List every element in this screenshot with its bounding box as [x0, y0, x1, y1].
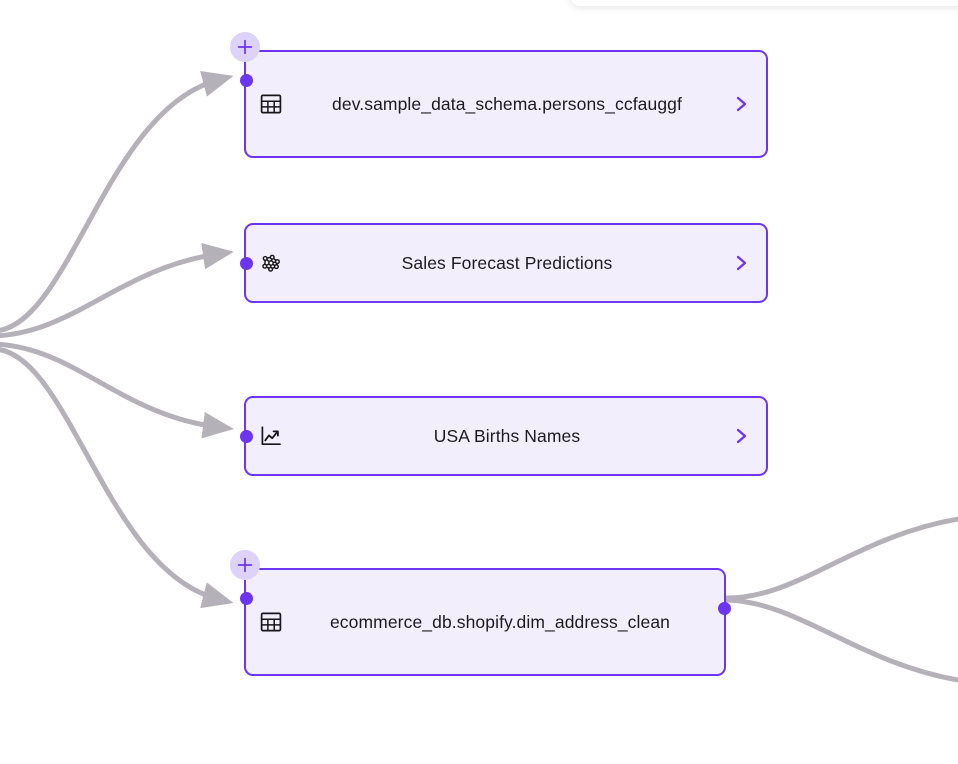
node-label: USA Births Names — [433, 426, 581, 446]
model-network-icon — [258, 250, 284, 276]
edge-to-address — [0, 347, 234, 609]
chevron-right-icon[interactable] — [730, 91, 752, 117]
input-port[interactable] — [239, 429, 253, 443]
node-label: ecommerce_db.shopify.dim_address_clean — [329, 612, 671, 632]
node-label: dev.sample_data_schema.persons_ccfauggf — [332, 94, 682, 114]
badge-stem-persons — [243, 58, 246, 84]
node-usa-births-names[interactable]: USA Births Names — [239, 396, 768, 476]
input-port[interactable] — [239, 591, 253, 605]
node-persons-ccfauggf[interactable]: dev.sample_data_schema.persons_ccfauggf — [239, 50, 768, 158]
edge-to-persons — [0, 71, 234, 333]
node-dim-address-clean[interactable]: ecommerce_db.shopify.dim_address_clean — [239, 568, 731, 676]
add-upstream-badge-persons[interactable] — [230, 32, 260, 62]
chevron-right-icon[interactable] — [730, 250, 752, 276]
output-port[interactable] — [717, 601, 731, 615]
edge-address-out-upper — [724, 516, 958, 601]
table-icon — [258, 609, 284, 635]
chevron-right-icon[interactable] — [730, 423, 752, 449]
line-chart-icon — [258, 423, 284, 449]
node-label: Sales Forecast Predictions — [401, 253, 613, 273]
edge-to-forecast — [0, 243, 234, 339]
badge-stem-address — [243, 576, 246, 602]
input-port[interactable] — [239, 73, 253, 87]
table-icon — [258, 91, 284, 117]
plus-icon — [237, 557, 253, 573]
edge-address-out-lower — [724, 597, 958, 683]
add-upstream-badge-address[interactable] — [230, 550, 260, 580]
input-port[interactable] — [239, 256, 253, 270]
plus-icon — [237, 39, 253, 55]
edge-to-births — [0, 341, 234, 439]
node-sales-forecast-predictions[interactable]: Sales Forecast Predictions — [239, 223, 768, 303]
